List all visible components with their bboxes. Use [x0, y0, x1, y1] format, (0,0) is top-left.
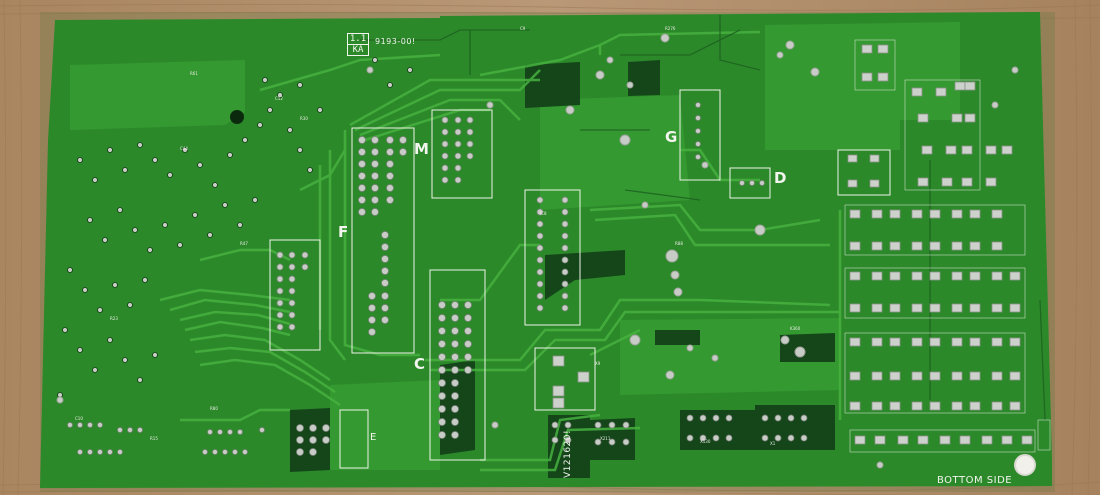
- svg-text:C10: C10: [75, 416, 83, 421]
- svg-text:C9: C9: [520, 26, 526, 31]
- svg-text:X130: X130: [700, 439, 711, 444]
- svg-text:C12: C12: [275, 96, 283, 101]
- svg-text:X9: X9: [595, 361, 601, 366]
- svg-text:X211: X211: [600, 436, 611, 441]
- svg-text:R80: R80: [210, 406, 218, 411]
- svg-text:R15: R15: [150, 436, 158, 441]
- connector-label-d: D: [774, 169, 787, 187]
- connector-label-c: C: [414, 355, 426, 373]
- svg-text:IC8: IC8: [540, 211, 547, 216]
- svg-text:R47: R47: [240, 241, 248, 246]
- svg-text:R23: R23: [110, 316, 118, 321]
- svg-text:K360: K360: [790, 326, 801, 331]
- connector-label-f: F: [338, 223, 349, 241]
- bottom-pad-rows: [67, 414, 808, 455]
- svg-text:X1: X1: [770, 441, 776, 446]
- header-c: [438, 301, 472, 439]
- svg-text:R276: R276: [665, 26, 676, 31]
- connector-label-m: M: [414, 140, 430, 158]
- connector-label-g: G: [665, 128, 678, 146]
- svg-text:C44: C44: [180, 146, 188, 151]
- connector-d-pins: [739, 180, 765, 186]
- revision-top: 1.1: [348, 34, 368, 45]
- connector-g-pins: [695, 102, 701, 160]
- part-number: 9193-00!: [375, 37, 416, 46]
- header-f: [358, 136, 407, 336]
- bottom-header-e: [296, 424, 330, 456]
- svg-text:R61: R61: [190, 71, 198, 76]
- ic-socket: [536, 196, 569, 312]
- svg-text:R88: R88: [675, 241, 683, 246]
- relay-pad-grid: [552, 44, 1033, 445]
- header-left-column: [276, 251, 309, 331]
- svg-text:R30: R30: [300, 116, 308, 121]
- header-m: [441, 116, 474, 184]
- board-side-label: BOTTOM SIDE: [937, 475, 1013, 486]
- revision-badge: 1.1 KA: [347, 33, 369, 56]
- revision-bottom: KA: [352, 45, 364, 55]
- connector-label-e: E: [370, 432, 377, 443]
- serial-number: V121620!: [563, 429, 573, 478]
